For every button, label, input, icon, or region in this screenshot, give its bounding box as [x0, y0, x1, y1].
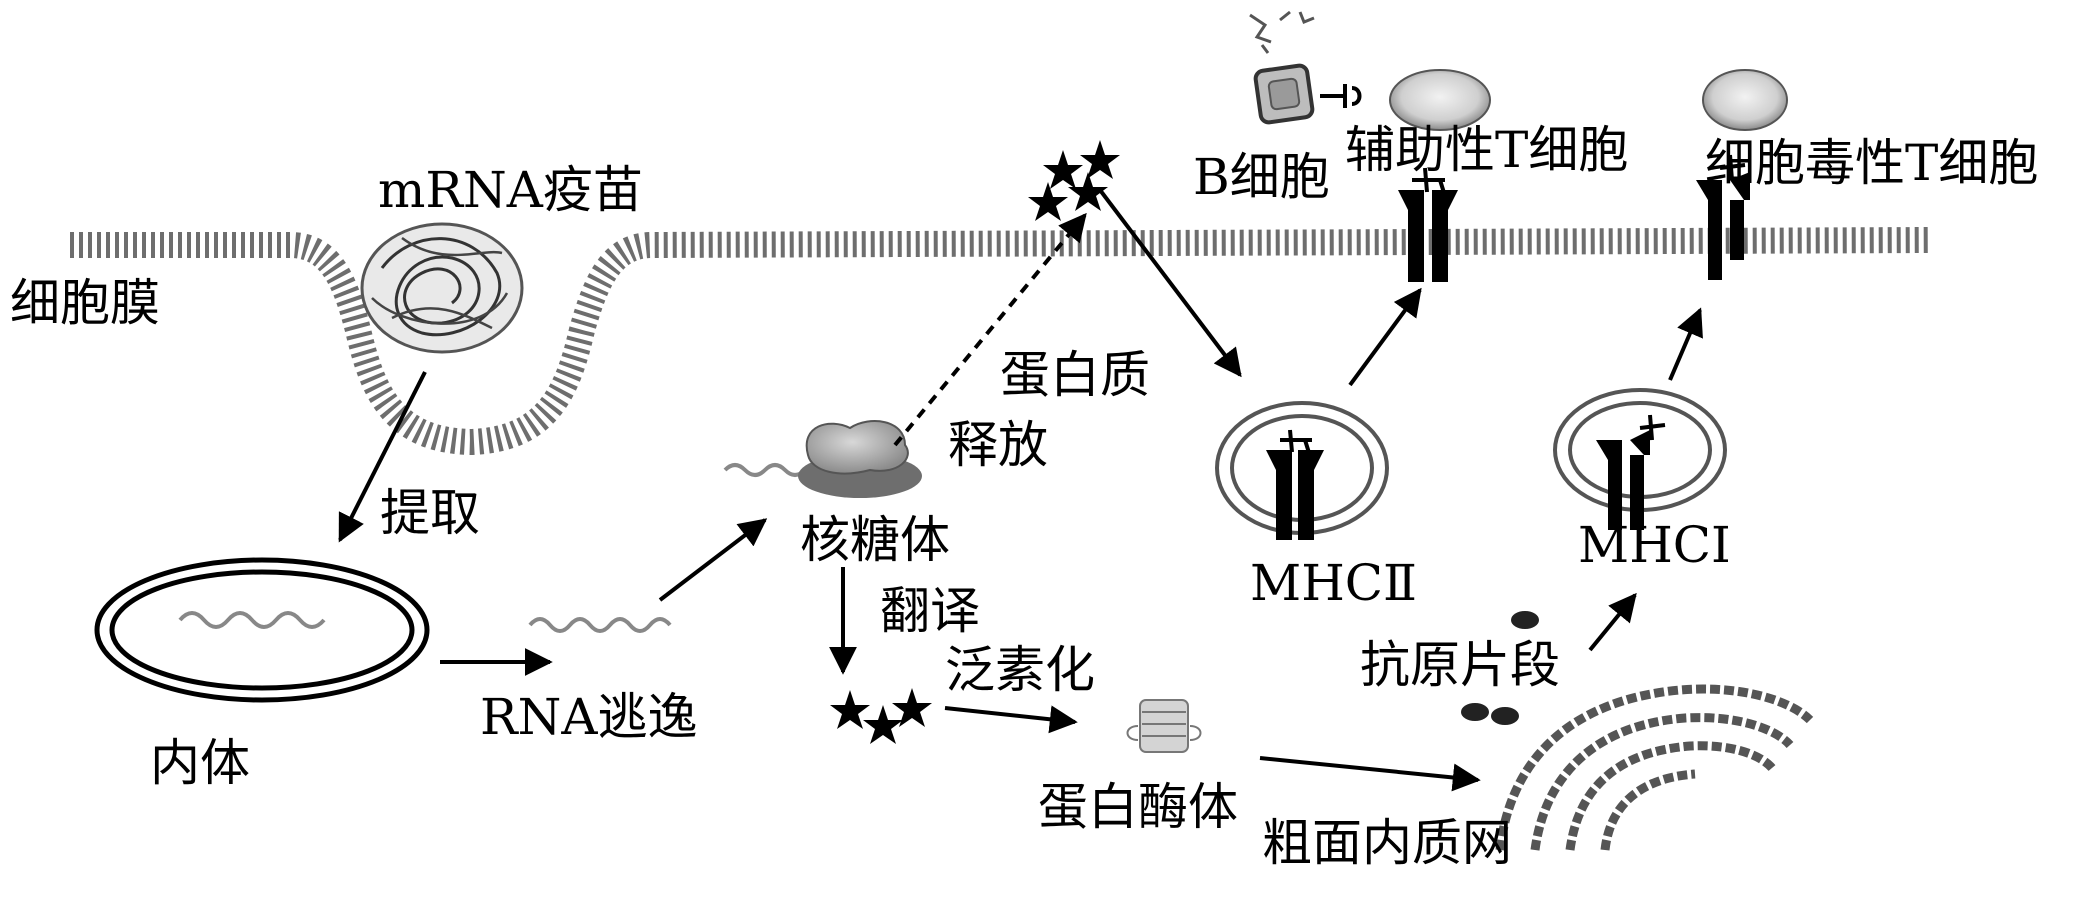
label-ubiquitination: 泛素化 [945, 641, 1095, 699]
helper-t-cell [1389, 69, 1491, 131]
endosome-mrna-strand [178, 611, 326, 629]
arrow-extract [338, 371, 427, 543]
label-helper-t-cell: 辅助性T细胞 [1345, 121, 1629, 179]
label-rough-er: 粗面内质网 [1262, 814, 1512, 872]
surface-mhc2-molecule [1398, 167, 1458, 282]
label-protein-release-line1: 蛋白质 [1000, 346, 1150, 404]
arrow-to-ribosome [658, 518, 768, 602]
label-rna-escape: RNA逃逸 [480, 688, 698, 746]
mhc1-antigen-peptide [1639, 414, 1666, 441]
surface-mhc1-molecule [1696, 154, 1750, 280]
cytotoxic-t-cell [1702, 69, 1788, 131]
label-proteasome: 蛋白酶体 [1038, 778, 1238, 836]
label-antigen-fragment: 抗原片段 [1360, 636, 1560, 694]
mhc2-antigen-peptide [1280, 429, 1312, 457]
b-cell-receptor [1320, 84, 1362, 108]
antigen-debris [1249, 10, 1315, 54]
arrow-antigen-to-mhc1 [1588, 592, 1637, 652]
mhc2-vesicle [1215, 401, 1389, 540]
b-cell [1249, 10, 1362, 125]
label-translation: 翻译 [880, 582, 980, 640]
label-b-cell: B细胞 [1193, 148, 1330, 206]
escaped-rna-strand [528, 617, 672, 633]
label-ribosome: 核糖体 [800, 511, 950, 569]
label-mhc1: MHCⅠ [1578, 516, 1731, 574]
label-extract: 提取 [380, 484, 480, 542]
label-endosome: 内体 [150, 734, 250, 792]
arrow-ubiquitination [944, 705, 1078, 734]
rough-endoplasmic-reticulum [1495, 684, 1814, 851]
mhc1-vesicle [1553, 388, 1727, 530]
mhc2-molecule-icon [1266, 450, 1324, 540]
antigen-fragments [1461, 611, 1539, 725]
arrow-protein-release [893, 212, 1087, 447]
cell-membrane [70, 227, 1931, 456]
label-cytotoxic-t-cell: 细胞毒性T细胞 [1705, 134, 2039, 192]
label-protein-release-line2: 释放 [948, 416, 1048, 474]
ribosome [723, 420, 922, 498]
label-cell-membrane: 细胞膜 [10, 274, 160, 332]
pathway-arrows [338, 188, 1703, 792]
translated-protein-stars [830, 688, 932, 744]
arrow-to-rough-er [1259, 756, 1481, 792]
endosome [94, 557, 430, 703]
arrow-mhc1-to-surface [1668, 307, 1703, 381]
proteasome [1126, 699, 1202, 753]
arrow-mhc2-to-surface [1348, 287, 1422, 387]
mrna-vaccine-particle [360, 222, 524, 354]
mhc1-molecule-icon [1596, 430, 1650, 530]
label-mrna-vaccine: mRNA疫苗 [378, 161, 643, 219]
label-mhc2: MHCⅡ [1250, 554, 1418, 612]
arrow-to-mhc2 [1098, 188, 1242, 378]
released-protein-stars [1028, 140, 1120, 221]
